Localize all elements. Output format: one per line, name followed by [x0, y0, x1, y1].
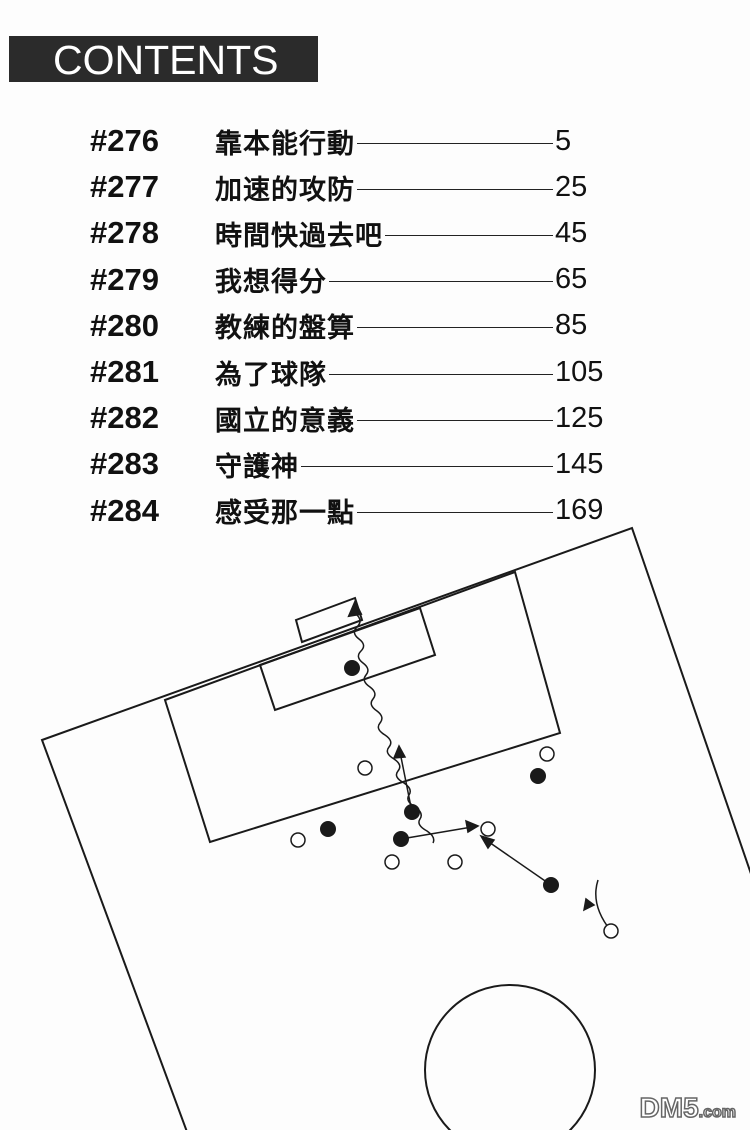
dribble-path: [353, 614, 435, 844]
leader-line: [329, 281, 553, 283]
chapter-title: 時間快過去吧: [215, 220, 383, 252]
center-circle: [424, 984, 596, 1130]
chapter-number: #276: [90, 123, 159, 159]
goal: [294, 596, 364, 644]
page-number: 5: [555, 124, 572, 157]
chapter-number: #277: [90, 169, 159, 205]
chapter-number: #281: [90, 354, 159, 390]
page-number: 145: [555, 447, 604, 480]
toc-entry[interactable]: #282 國立的意義 125: [90, 395, 610, 441]
page-number: 125: [555, 401, 604, 434]
chapter-number: #279: [90, 261, 159, 297]
field-boundary: [40, 526, 750, 1130]
dm5-watermark-logo: DM5.com: [639, 1091, 737, 1124]
chapter-number: #284: [90, 492, 159, 528]
chapter-title: 守護神: [215, 451, 299, 483]
page-number: 105: [555, 355, 604, 388]
chapter-title: 國立的意義: [215, 405, 355, 437]
leader-line: [301, 465, 553, 467]
watermark-suffix: .com: [698, 1103, 737, 1122]
toc-entry[interactable]: #278 時間快過去吧 45: [90, 210, 610, 256]
leader-line: [357, 419, 553, 421]
defending-players: [290, 746, 619, 939]
leader-line: [357, 142, 553, 144]
toc-entry[interactable]: #284 感受那一點 169: [90, 488, 610, 534]
toc-entry[interactable]: #283 守護神 145: [90, 441, 610, 487]
toc-entry[interactable]: #280 教練的盤算 85: [90, 303, 610, 349]
chapter-title: 我想得分: [215, 267, 327, 299]
leader-line: [357, 327, 553, 329]
leader-line: [357, 188, 553, 190]
page-number: 85: [555, 309, 588, 342]
chapter-number: #280: [90, 307, 159, 343]
toc-entry[interactable]: #279 我想得分 65: [90, 257, 610, 303]
toc-entry[interactable]: #277 加速的攻防 25: [90, 164, 610, 210]
page-number: 65: [555, 263, 588, 296]
arrowhead: [347, 599, 363, 618]
watermark-main: DM5: [639, 1091, 700, 1124]
chapter-title: 教練的盤算: [215, 313, 355, 345]
contents-heading: CONTENTS: [9, 36, 318, 83]
chapter-title: 為了球隊: [215, 359, 327, 391]
page-number: 45: [555, 216, 588, 249]
leader-line: [357, 512, 553, 514]
chapter-number: #278: [90, 215, 159, 251]
toc-entry[interactable]: #281 為了球隊 105: [90, 349, 610, 395]
goal-area: [258, 606, 437, 712]
toc-entry[interactable]: #276 靠本能行動 5: [90, 118, 610, 164]
leader-line: [385, 234, 553, 236]
chapter-title: 加速的攻防: [215, 174, 355, 206]
chapter-number: #283: [90, 446, 159, 482]
leader-line: [329, 373, 553, 375]
chapter-title: 感受那一點: [215, 498, 355, 530]
penalty-box: [163, 570, 562, 844]
table-of-contents: #276 靠本能行動 5 #277 加速的攻防 25 #278 時間快過去吧 45 #279 我想得…: [90, 118, 610, 534]
page-number: 25: [555, 170, 588, 203]
attacking-players: [320, 660, 559, 893]
chapter-title: 靠本能行動: [215, 128, 355, 160]
chapter-number: #282: [90, 400, 159, 436]
page-number: 169: [555, 494, 604, 527]
